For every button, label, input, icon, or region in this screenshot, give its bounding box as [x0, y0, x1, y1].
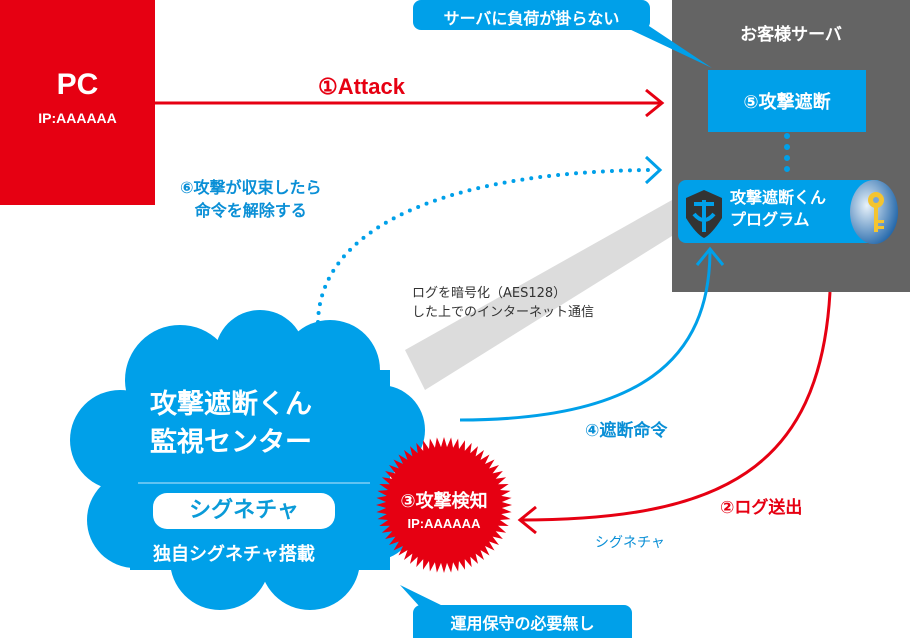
server-title: お客様サーバ	[740, 25, 842, 45]
detection-ip: IP:AAAAAA	[407, 516, 481, 531]
block-box	[708, 70, 866, 132]
step5-block-label: ⑤攻撃遮断	[743, 92, 831, 113]
attack-label: ①Attack	[318, 74, 405, 99]
callout-top-text: サーバに負荷が掛らない	[443, 9, 620, 28]
encrypted-channel-band	[405, 200, 672, 390]
block-command-arrow	[459, 246, 725, 422]
program-line1: 攻撃遮断くん	[730, 188, 827, 207]
attack-arrow	[155, 88, 665, 118]
block-command-label: ④遮断命令	[585, 421, 668, 441]
pc-box	[0, 0, 155, 205]
release-line1: ⑥攻撃が収束したら	[180, 178, 322, 197]
detection-title: ③攻撃検知	[400, 491, 488, 512]
center-line1: 攻撃遮断くん	[150, 389, 312, 420]
callout-bottom-text: 運用保守の必要無し	[450, 614, 595, 633]
program-line2: プログラム	[730, 210, 810, 229]
detection-starburst	[376, 437, 512, 573]
key-icon	[850, 180, 898, 244]
encryption-line1: ログを暗号化（AES128）	[412, 286, 567, 301]
shield-logo-icon	[686, 190, 722, 238]
signature-sub: 独自シグネチャ搭載	[153, 544, 315, 565]
pc-ip: IP:AAAAAA	[38, 110, 117, 126]
encryption-note: ログを暗号化（AES128） した上でのインターネット通信	[412, 284, 594, 322]
center-line2: 監視センター	[150, 427, 312, 458]
release-arrow	[316, 155, 663, 324]
program-label: 攻撃遮断くん プログラム	[730, 187, 826, 231]
callout-top-shape	[413, 0, 712, 68]
signature-pill: シグネチャ	[153, 493, 335, 529]
program-box	[678, 180, 884, 243]
center-title: 攻撃遮断くん 監視センター	[150, 386, 312, 462]
log-send-arrow	[517, 291, 832, 535]
callout-bottom-shape	[400, 585, 632, 638]
release-label: ⑥攻撃が収束したら 命令を解除する	[180, 176, 322, 222]
release-line2: 命令を解除する	[194, 201, 307, 220]
encryption-line2: した上でのインターネット通信	[412, 305, 595, 320]
log-send-label: ②ログ送出	[720, 498, 803, 518]
pc-title: PC	[56, 68, 99, 101]
signature-label: シグネチャ	[595, 535, 665, 551]
